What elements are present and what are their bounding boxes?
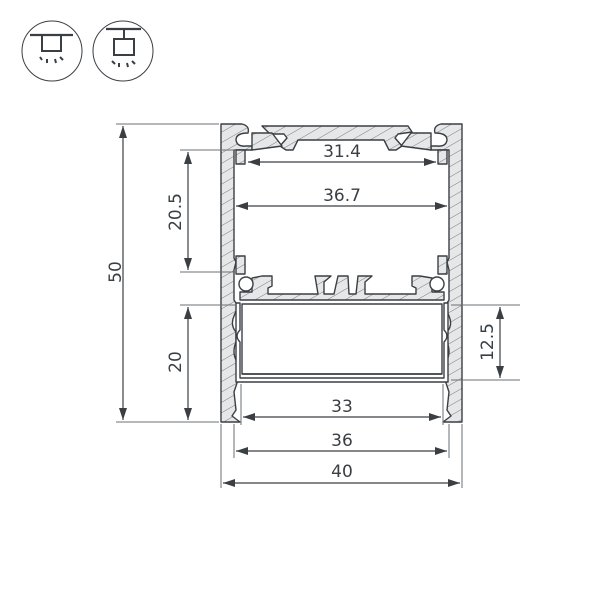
label-upper-inner: 36.7 (323, 186, 361, 206)
diffuser (235, 302, 449, 383)
label-lower-inner: 36 (331, 431, 353, 451)
profile-cross-section (220, 123, 463, 423)
label-overall-height: 50 (106, 261, 126, 283)
label-lower-cavity: 20 (166, 351, 186, 373)
label-upper-cavity: 20.5 (166, 193, 186, 231)
right-wall (430, 123, 463, 423)
dimension-labels: 50 20.5 20 12.5 31.4 36.7 33 36 40 (106, 142, 498, 482)
top-bridge (261, 125, 413, 151)
extension-lines (116, 123, 520, 488)
middle-shelf (239, 275, 445, 301)
label-overall-width: 40 (331, 462, 353, 482)
label-diffuser-width: 33 (331, 397, 353, 417)
surface-mount-light-icon (21, 20, 83, 82)
suspended-light-icon (92, 20, 154, 82)
label-diffuser-height: 12.5 (478, 323, 498, 361)
label-top-slot: 31.4 (323, 142, 361, 162)
dimension-lines (119, 126, 504, 487)
